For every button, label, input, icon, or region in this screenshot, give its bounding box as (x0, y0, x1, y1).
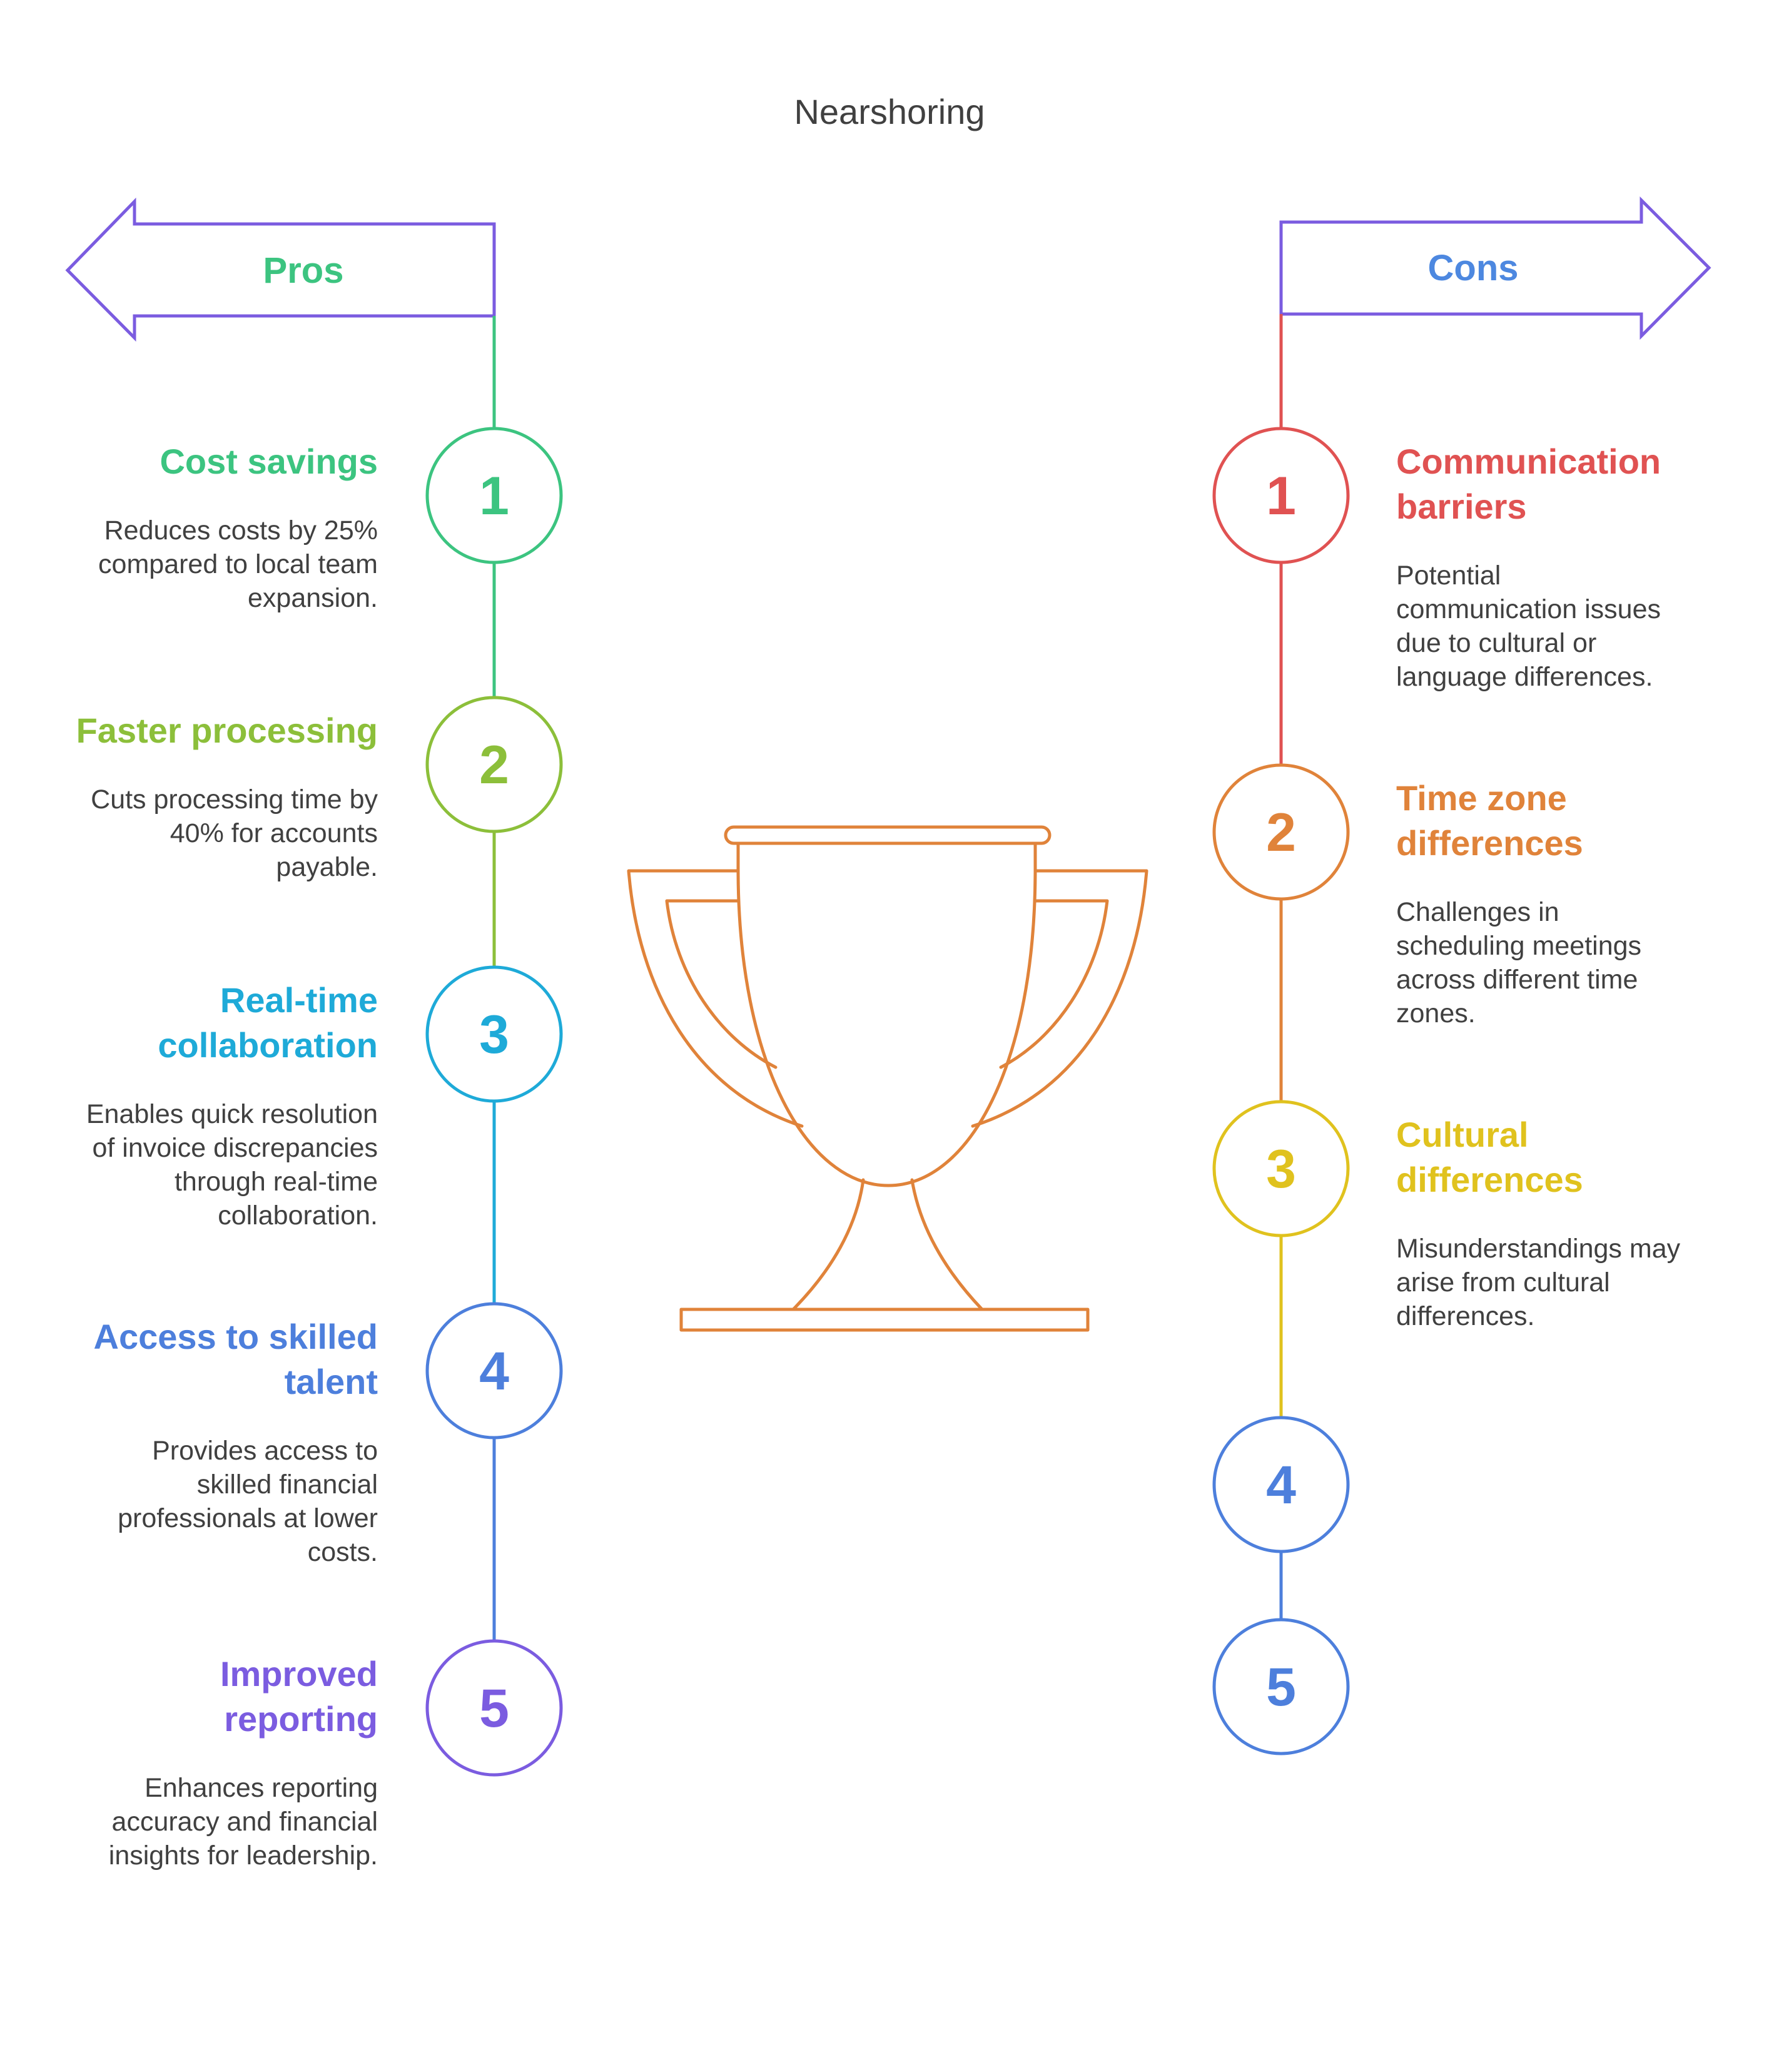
item-heading: Faster processing (76, 711, 378, 750)
item-heading: talent (285, 1362, 378, 1401)
cons-item: 5 (1212, 1618, 1350, 1755)
item-description: Potential (1396, 561, 1501, 591)
item-description: across different time (1396, 965, 1638, 995)
cons-item: 1 Communication barriersPotentialcommunica… (1212, 427, 1661, 692)
cons-label: Cons (1428, 248, 1519, 288)
item-description: 40% for accounts (170, 818, 378, 848)
item-description: accuracy and financial (112, 1807, 378, 1837)
step-circle (425, 696, 563, 833)
diagram-title: Nearshoring (794, 92, 985, 131)
step-circle (425, 965, 563, 1103)
item-description: of invoice discrepancies (92, 1133, 378, 1163)
step-number: 4 (479, 1341, 509, 1401)
item-heading: differences (1396, 823, 1583, 863)
step-circle (425, 427, 563, 564)
step-circle (1212, 763, 1350, 901)
step-circle (1212, 427, 1350, 564)
step-circle (1212, 1416, 1350, 1553)
pros-arrow: Pros (65, 197, 496, 342)
cons-arrow: Cons (1279, 196, 1711, 340)
step-number: 5 (1266, 1657, 1296, 1717)
item-description: Provides access to (152, 1436, 378, 1466)
item-description: payable. (276, 852, 378, 882)
item-description: Challenges in (1396, 897, 1559, 927)
item-heading: Improved (220, 1654, 378, 1694)
item-description: zones. (1396, 998, 1476, 1028)
step-number: 1 (479, 466, 509, 526)
step-number: 5 (479, 1678, 509, 1739)
item-description: Cuts processing time by (91, 785, 378, 815)
item-heading: barriers (1396, 487, 1527, 526)
step-number: 4 (1266, 1455, 1296, 1515)
item-description: collaboration. (218, 1201, 378, 1231)
cons-item: 4 (1212, 1416, 1350, 1553)
cons-list: 1 Communication barriersPotentialcommunica… (1212, 427, 1681, 1755)
item-description: insights for leadership. (109, 1841, 378, 1871)
step-number: 3 (1266, 1139, 1296, 1199)
item-description: Enables quick resolution (86, 1099, 378, 1129)
pros-arrow-shape (65, 197, 496, 342)
item-description: Misunderstandings may (1396, 1234, 1681, 1264)
step-number: 2 (479, 735, 509, 795)
item-description: Enhances reporting (144, 1773, 378, 1803)
item-heading: reporting (224, 1699, 378, 1739)
step-number: 1 (1266, 466, 1296, 526)
item-heading: Cost savings (160, 442, 378, 481)
item-description: expansion. (248, 583, 378, 613)
item-description: differences. (1396, 1301, 1535, 1331)
item-description: Reduces costs by 25% (104, 515, 378, 546)
step-number: 2 (1266, 803, 1296, 863)
item-heading: collaboration (158, 1025, 378, 1065)
cons-arrow-shape (1279, 196, 1711, 340)
item-heading: Real-time (220, 980, 378, 1020)
item-description: arise from cultural (1396, 1267, 1610, 1298)
trophy-icon (627, 825, 1148, 1332)
item-description: professionals at lower (118, 1503, 378, 1533)
step-circle (425, 1302, 563, 1440)
pros-label: Pros (263, 250, 344, 291)
step-circle (1212, 1100, 1350, 1237)
step-circle (425, 1639, 563, 1777)
item-heading: Cultural (1396, 1115, 1529, 1154)
step-number: 3 (479, 1005, 509, 1065)
item-description: language differences. (1396, 662, 1653, 692)
item-description: communication issues (1396, 594, 1661, 624)
item-heading: Access to skilled (94, 1317, 378, 1356)
item-heading: differences (1396, 1160, 1583, 1199)
item-description: scheduling meetings (1396, 931, 1641, 961)
item-description: due to cultural or (1396, 628, 1596, 658)
item-description: costs. (308, 1537, 378, 1567)
step-circle (1212, 1618, 1350, 1755)
item-description: compared to local team (98, 549, 378, 579)
item-heading: Time zone (1396, 778, 1567, 818)
item-description: skilled financial (197, 1470, 378, 1500)
item-heading: Communication (1396, 442, 1661, 481)
item-description: through real-time (175, 1167, 378, 1197)
